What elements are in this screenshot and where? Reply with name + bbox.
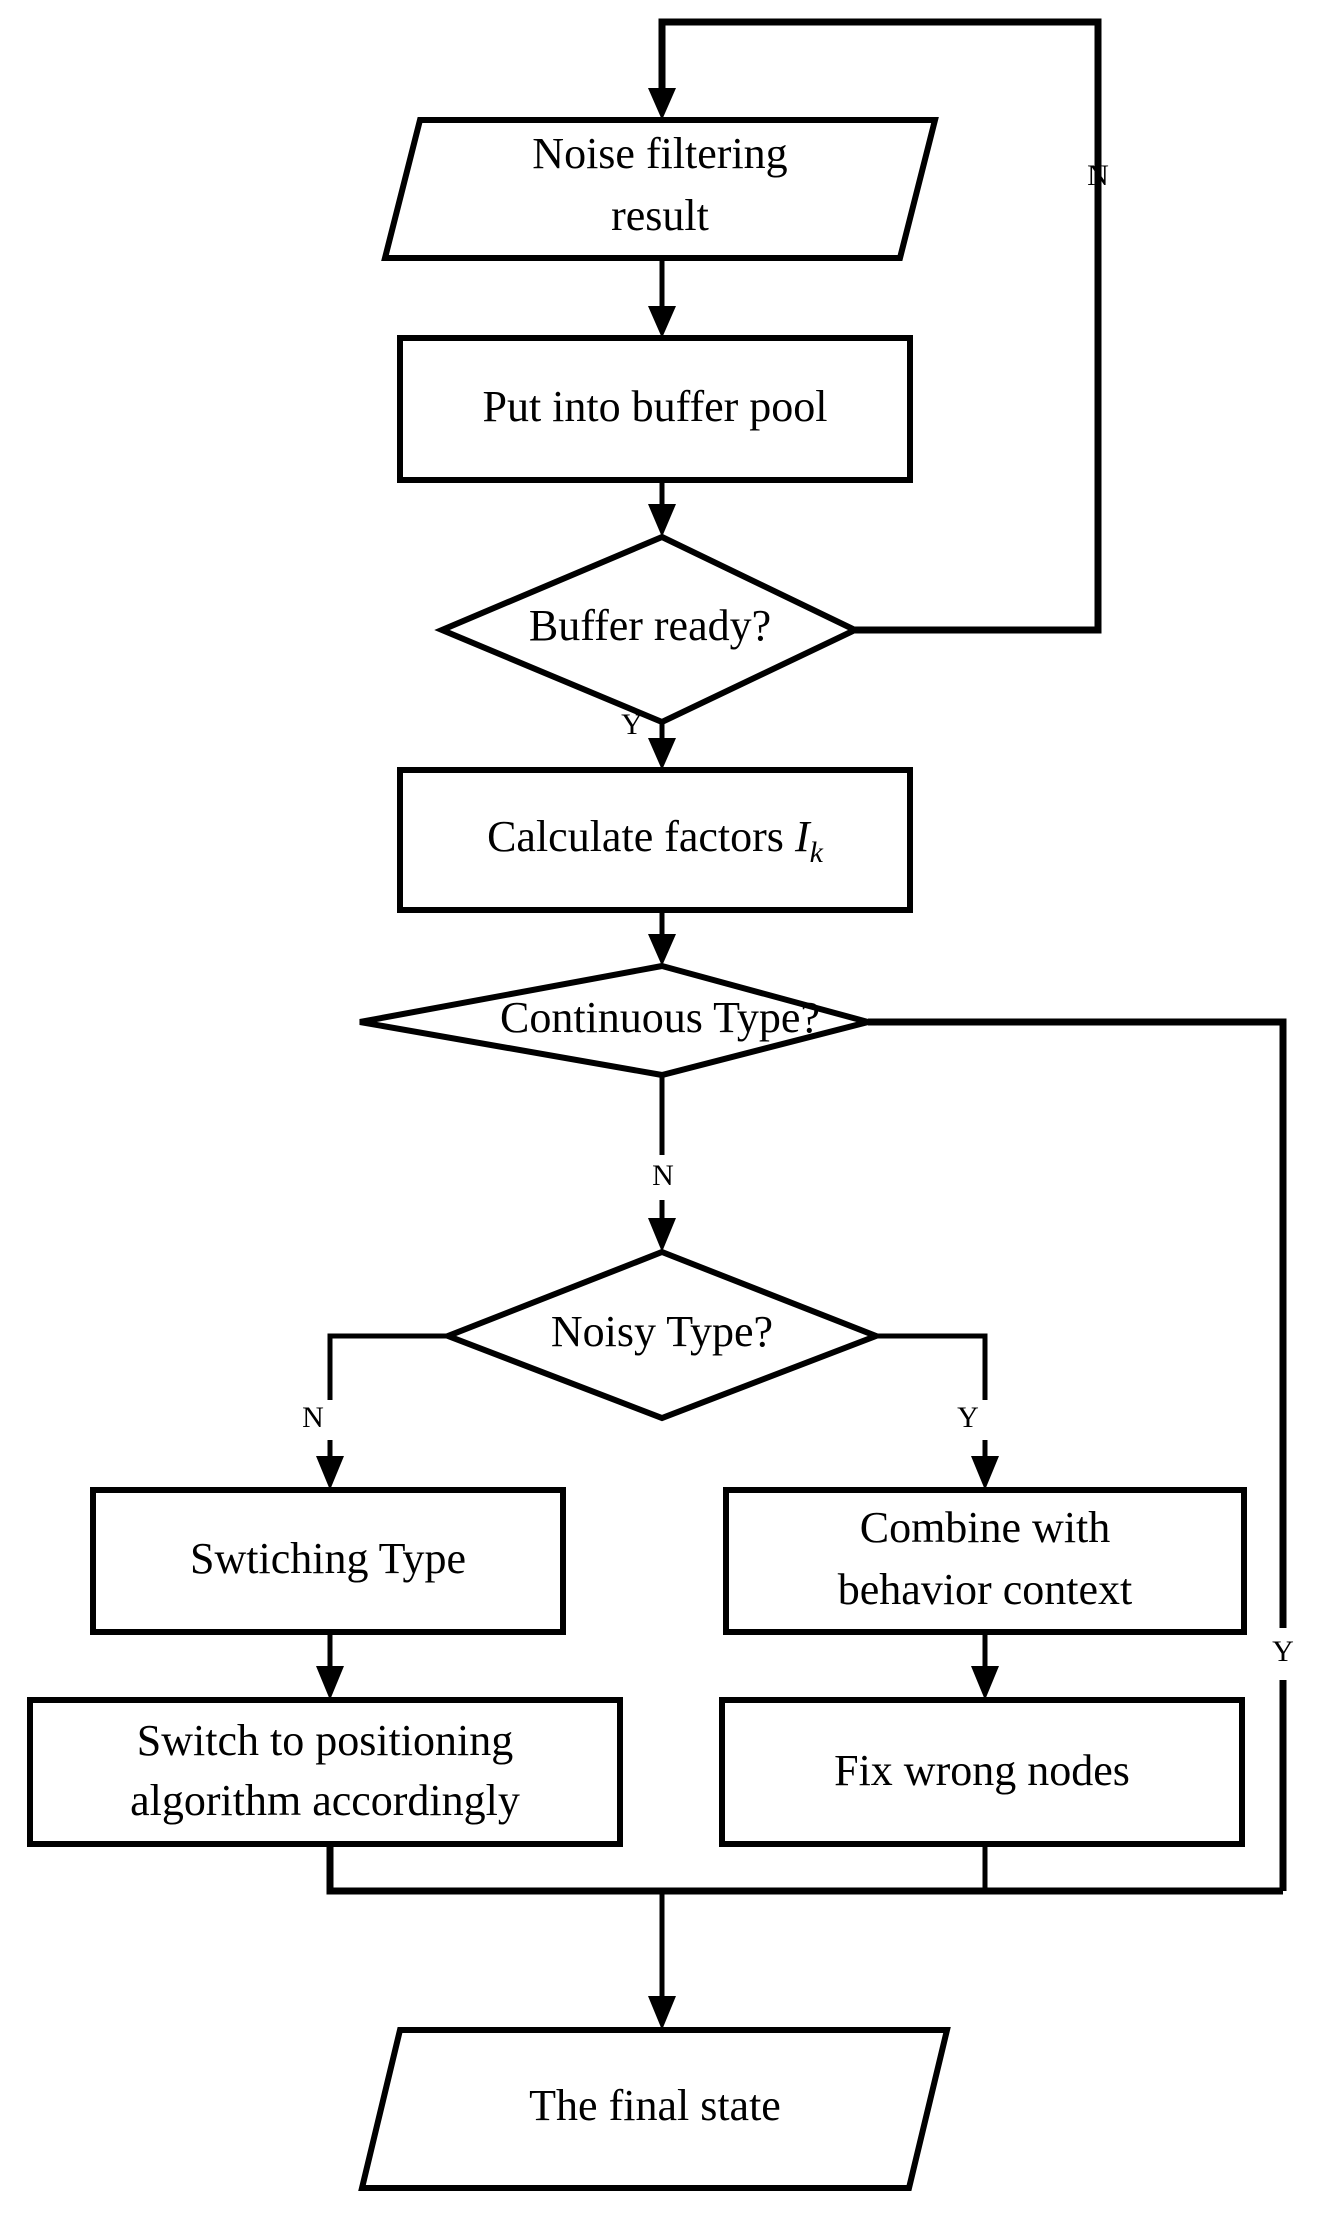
arrowhead-into-continuous-type bbox=[648, 934, 676, 966]
edge-continuous-yes-top bbox=[868, 1018, 1287, 1628]
node-the-final-state[interactable]: The final state bbox=[358, 2027, 951, 2191]
parallelogram-shape bbox=[381, 117, 939, 261]
node-combine-with-behavior-context[interactable]: Combine with behavior context bbox=[723, 1487, 1247, 1635]
calc-symbol: I bbox=[794, 812, 812, 861]
edge-label-continuous-type-yes: Y bbox=[1272, 1635, 1294, 1668]
node-label-line1: Continuous Type? bbox=[500, 993, 820, 1042]
diamond-shape bbox=[359, 962, 880, 1079]
parallelogram-shape bbox=[358, 2027, 951, 2191]
rectangle-shape bbox=[397, 767, 913, 913]
calc-subscript: k bbox=[810, 836, 824, 869]
node-noise-filtering-result[interactable]: Noise filtering result bbox=[381, 117, 939, 261]
arrowhead-into-buffer-ready bbox=[648, 504, 676, 537]
rectangle-shape bbox=[90, 1487, 566, 1635]
node-noisy-type-decision[interactable]: Noisy Type? bbox=[439, 1248, 885, 1422]
node-label-line2: result bbox=[611, 191, 709, 240]
node-label-line1: Swtiching Type bbox=[190, 1534, 466, 1583]
node-label-line2: algorithm accordingly bbox=[130, 1776, 520, 1825]
rectangle-shape bbox=[397, 335, 913, 483]
edge-label-layer: N Y N Y N Y bbox=[302, 159, 1294, 1668]
arrowhead-into-final-state bbox=[648, 1996, 676, 2030]
arrowhead-into-noise-filtering bbox=[648, 88, 676, 120]
node-label-line1: Switch to positioning bbox=[137, 1716, 513, 1765]
arrowhead-into-buffer-pool bbox=[648, 306, 676, 338]
edge-label-noisy-type-no: N bbox=[302, 1401, 324, 1434]
node-label-line1: Noise filtering bbox=[532, 129, 787, 178]
node-buffer-ready-decision[interactable]: Buffer ready? bbox=[434, 533, 862, 726]
arrowhead-into-combine-context bbox=[971, 1456, 999, 1490]
node-fix-wrong-nodes[interactable]: Fix wrong nodes bbox=[719, 1697, 1245, 1847]
node-swtiching-type[interactable]: Swtiching Type bbox=[90, 1487, 566, 1635]
calc-prefix: Calculate factors bbox=[487, 812, 795, 861]
edge-label-buffer-ready-no: N bbox=[1087, 159, 1109, 192]
node-label-line1: Combine with bbox=[860, 1503, 1111, 1552]
edge-buffer-ready-no-feedback bbox=[658, 18, 1102, 634]
connector-layer bbox=[316, 18, 1287, 2030]
node-switch-to-positioning-algorithm[interactable]: Switch to positioning algorithm accordin… bbox=[27, 1697, 623, 1847]
diamond-shape bbox=[434, 533, 862, 726]
rectangle-shape bbox=[723, 1487, 1247, 1635]
edge-label-continuous-type-no: N bbox=[652, 1159, 674, 1192]
node-label-line2: behavior context bbox=[838, 1565, 1132, 1614]
edge-label-buffer-ready-yes: Y bbox=[621, 708, 643, 741]
node-label-line1: Buffer ready? bbox=[529, 601, 771, 650]
edge-noisy-yes-top bbox=[876, 1333, 988, 1400]
node-label-line1: Fix wrong nodes bbox=[834, 1746, 1130, 1795]
arrowhead-into-fix-nodes bbox=[971, 1666, 999, 1700]
rectangle-shape bbox=[27, 1697, 623, 1847]
node-label-line1: The final state bbox=[529, 2081, 781, 2130]
arrowhead-into-noisy-type bbox=[648, 1218, 676, 1252]
node-label-line1: Put into buffer pool bbox=[482, 382, 827, 431]
edge-label-noisy-type-yes: Y bbox=[957, 1401, 979, 1434]
rectangle-shape bbox=[719, 1697, 1245, 1847]
node-calculate-factors[interactable]: Calculate factors Ik bbox=[397, 767, 913, 913]
node-label-math-expression: Calculate factors Ik bbox=[487, 812, 824, 869]
arrowhead-into-switch-algorithm bbox=[316, 1666, 344, 1700]
edge-merge-bar-left bbox=[326, 1844, 1283, 1895]
node-label-line1: Noisy Type? bbox=[551, 1307, 773, 1356]
diamond-shape bbox=[439, 1248, 885, 1422]
arrowhead-into-calculate-factors bbox=[648, 738, 676, 770]
node-continuous-type-decision[interactable]: Continuous Type? bbox=[359, 962, 880, 1079]
node-put-into-buffer-pool[interactable]: Put into buffer pool bbox=[397, 335, 913, 483]
arrowhead-into-swtiching-type bbox=[316, 1456, 344, 1490]
edge-noisy-no-top bbox=[327, 1333, 448, 1400]
